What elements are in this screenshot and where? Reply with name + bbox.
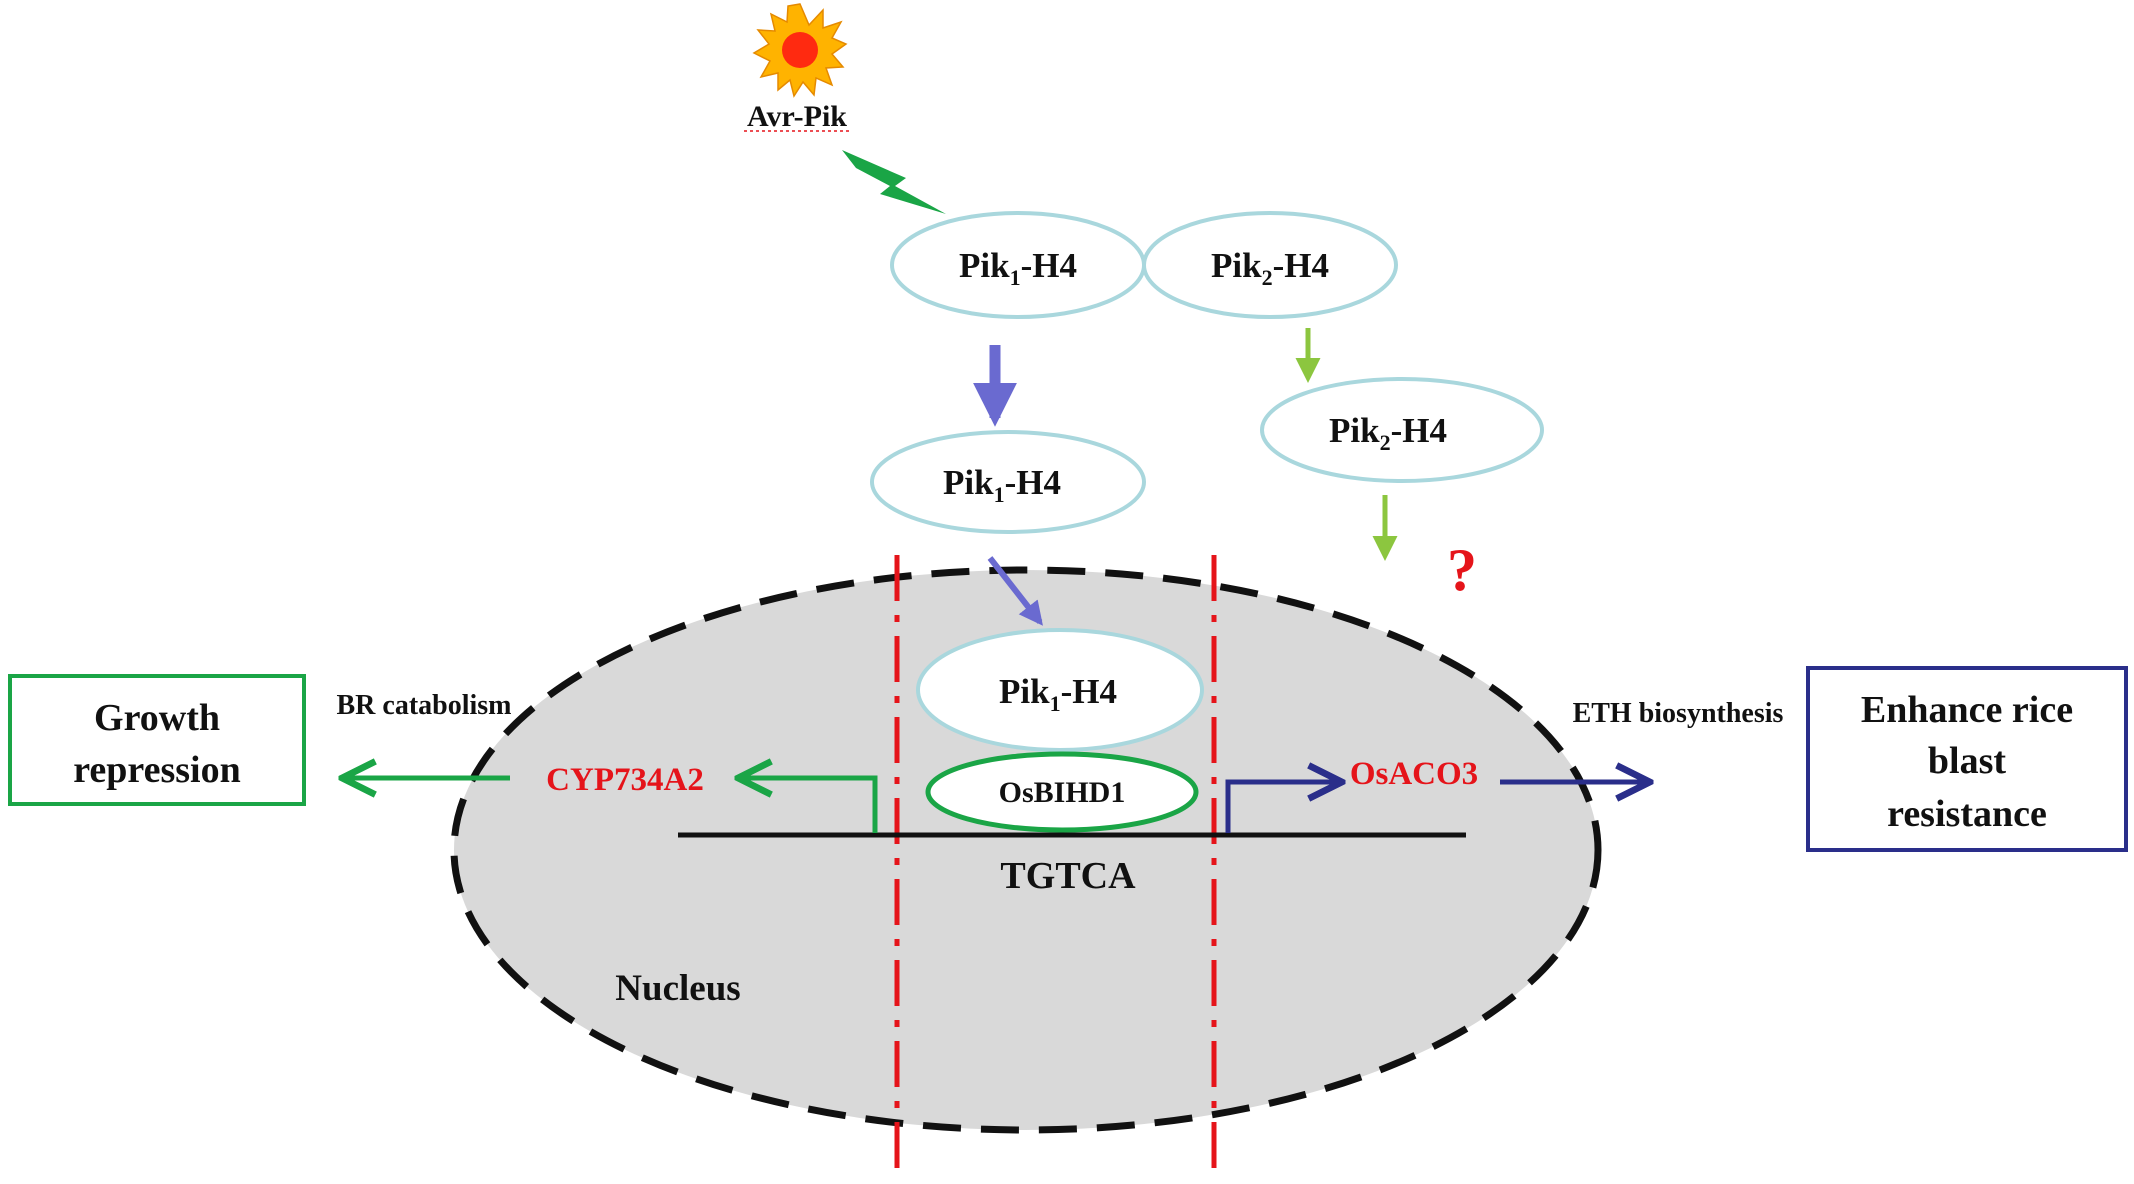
promoter-arrow-left [738,778,878,833]
unknown-mark: ? [1447,537,1477,603]
pik2-top-label: Pik2-H4 [1211,246,1329,290]
outcome-growth-repression-line-2: repression [73,749,241,791]
pik1-nucleus-label: Pik1-H4 [999,672,1117,716]
outcome-blast-resistance-line-1: Enhance rice [1861,689,2073,731]
lightning-bolt-icon [842,150,946,214]
arrow-pik1-into-nucleus [987,556,1043,626]
pik1-mid-ellipse [870,430,1146,534]
sun-icon [752,3,848,98]
pik1-mid-label: Pik1-H4 [943,463,1061,507]
nucleus-membrane [450,566,1602,1134]
pik2-mid-label: Pik2-H4 [1329,411,1447,455]
osbihd1-label: OsBIHD1 [999,776,1126,809]
pik1-top-label: Pik1-H4 [959,246,1077,290]
process-br-catabolism: BR catabolism [337,690,512,721]
outcome-growth-repression-box [8,674,306,806]
avr-pik-label: Avr-Pik [747,100,847,133]
outcome-blast-resistance-line-3: resistance [1887,793,2047,835]
promoter-arrow-right [1225,782,1342,833]
outcome-blast-resistance-line-2: blast [1928,740,2006,782]
pik2-mid-ellipse [1260,377,1544,483]
process-eth-biosynthesis: ETH biosynthesis [1573,698,1784,729]
pik1-nucleus-ellipse [916,628,1204,752]
osbihd1-ellipse [925,751,1199,833]
gene-osaco3: OsACO3 [1350,756,1478,792]
outcome-growth-repression-line-1: Growth [94,697,220,739]
pik2-top-ellipse [1142,211,1398,319]
gene-cyp734a2: CYP734A2 [546,762,704,798]
outcome-blast-resistance-box [1806,666,2128,852]
tgtca-sequence: TGTCA [1000,855,1136,897]
nucleus-label: Nucleus [615,968,740,1009]
